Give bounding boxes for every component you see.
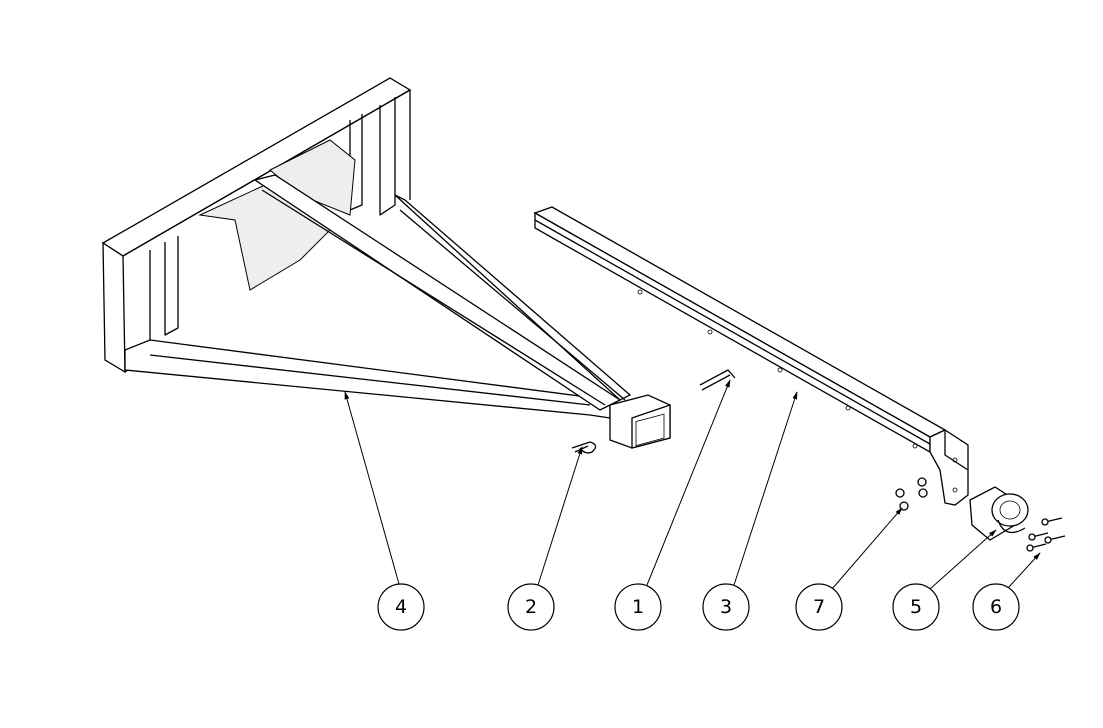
balloon-7: 7 [795, 583, 843, 631]
l-pin-part [699, 369, 736, 391]
balloon-6: 6 [972, 583, 1020, 631]
pintle-hook-part [969, 486, 1029, 541]
bolts-part [1026, 517, 1066, 552]
balloon-label: 7 [813, 596, 825, 618]
nuts-part [895, 477, 928, 511]
lynch-pin-part [571, 441, 597, 454]
leader-line-2 [537, 446, 583, 586]
main-frame-part [101, 77, 671, 449]
balloon-4: 4 [377, 583, 425, 631]
balloon-3: 3 [702, 583, 750, 631]
balloon-1: 1 [614, 583, 662, 631]
balloon-label: 4 [395, 596, 407, 618]
balloon-label: 5 [910, 596, 922, 618]
balloon-label: 1 [632, 596, 644, 618]
balloon-label: 6 [990, 596, 1002, 618]
leader-line-1 [646, 379, 731, 586]
leader-line-3 [733, 391, 798, 586]
balloon-label: 3 [720, 596, 732, 618]
leader-line-5 [929, 529, 997, 590]
balloon-2: 2 [507, 583, 555, 631]
leader-line-4 [344, 391, 400, 585]
balloon-5: 5 [892, 583, 940, 631]
leader-line-7 [831, 507, 903, 590]
drawbar-tube-part [533, 206, 969, 506]
leader-line-6 [1007, 552, 1041, 589]
balloon-label: 2 [525, 596, 537, 618]
